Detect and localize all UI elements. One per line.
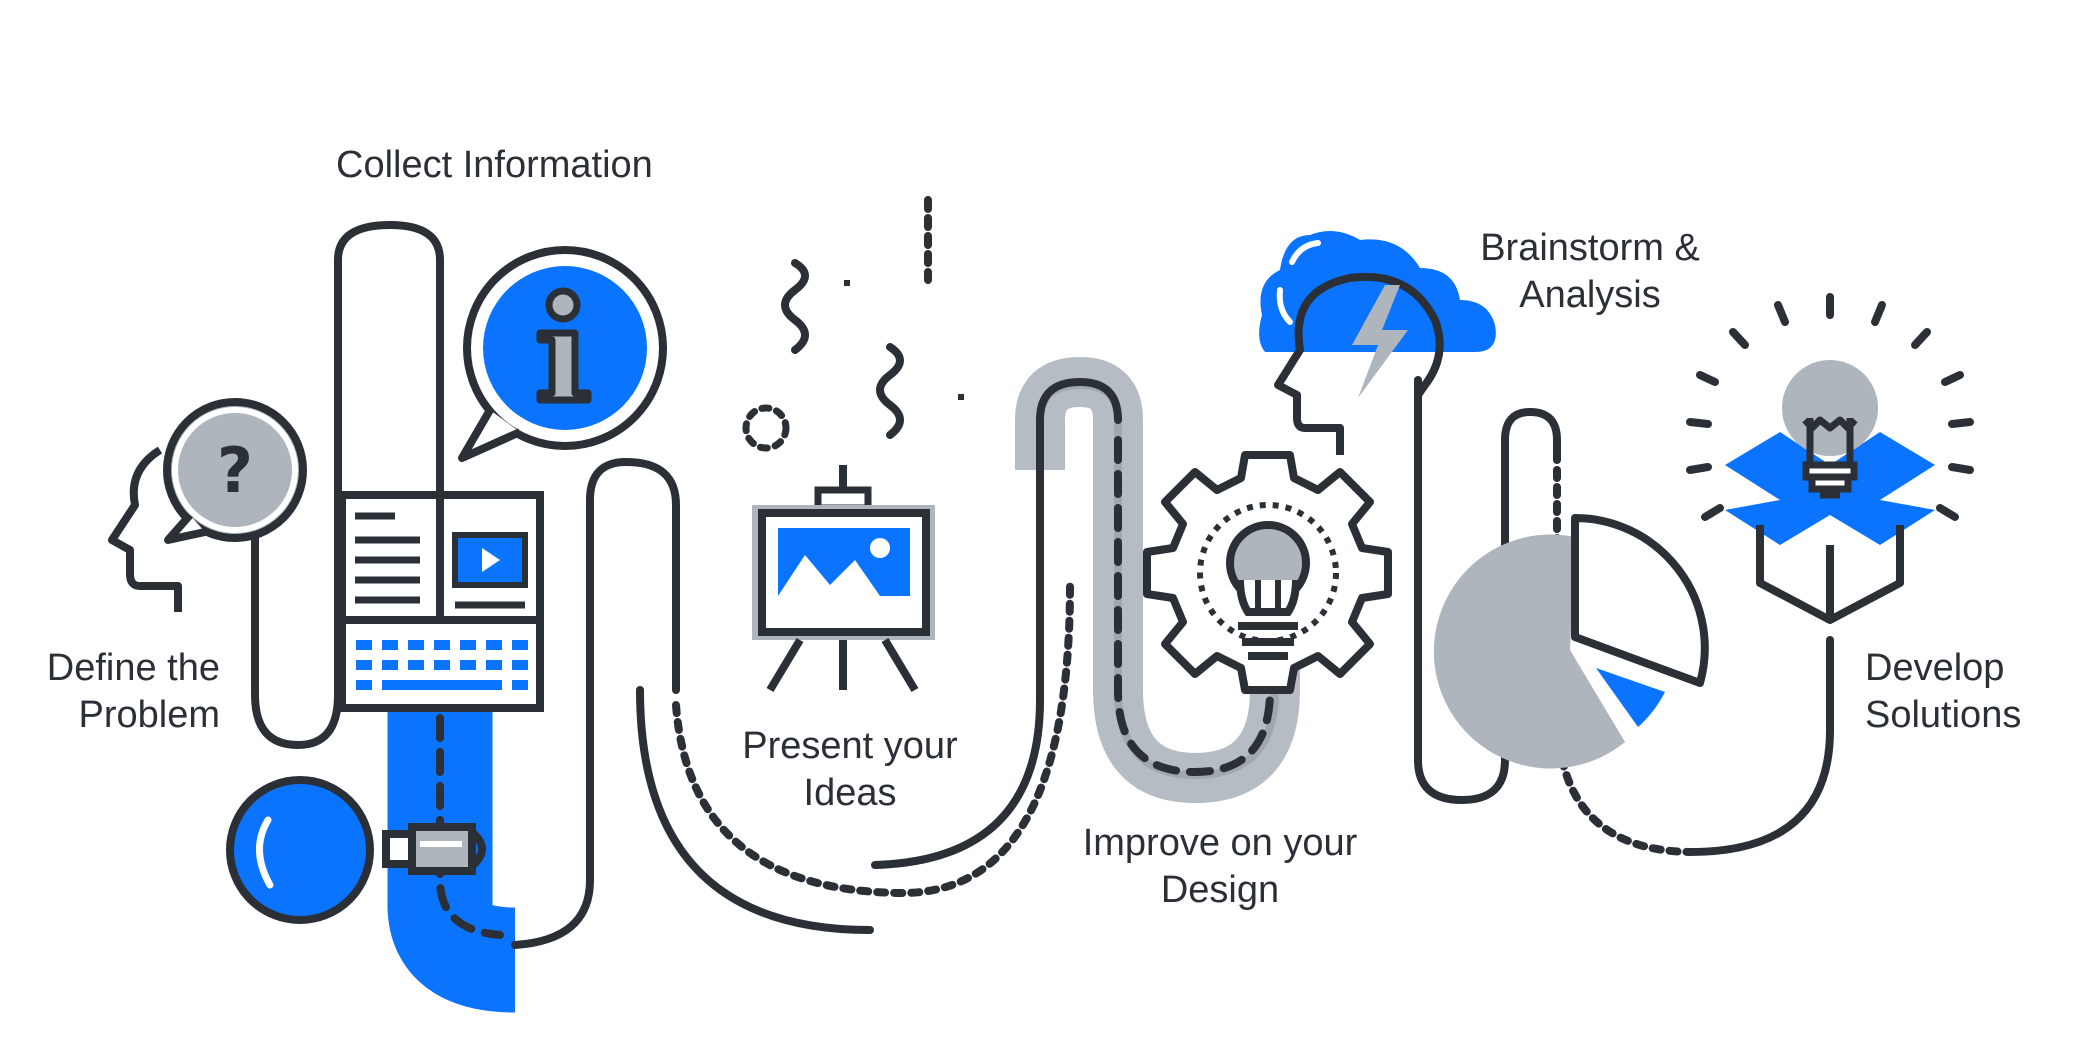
easel-icon	[752, 465, 935, 693]
blue-path-dashes	[436, 714, 504, 939]
define-collect-path	[251, 220, 444, 750]
pie-slice-outline	[1571, 514, 1709, 687]
present-dotted-arc	[672, 581, 1074, 898]
light-rays	[1686, 293, 1974, 521]
box-bulb-glass	[1782, 360, 1878, 456]
magnifier-icon	[226, 776, 486, 924]
step-label-define: Define the Problem	[20, 645, 220, 739]
info-bubble-icon	[458, 246, 667, 462]
step-label-line: Develop	[1865, 647, 2005, 689]
pie-slice-blue	[1596, 668, 1665, 727]
head-profile	[1274, 273, 1444, 455]
step-label-line: Problem	[78, 694, 221, 736]
blue-path-segment	[387, 700, 517, 1013]
info-bubble-tail	[458, 407, 522, 462]
step-label-brainstorm: Brainstorm & Analysis	[1440, 225, 1740, 319]
step-label-develop: Develop Solutions	[1865, 645, 2075, 739]
step-label-line: Ideas	[803, 772, 897, 814]
step-label-line: Solutions	[1865, 694, 2022, 736]
step-label-line: Brainstorm &	[1480, 227, 1700, 269]
step-label-improve: Improve on your Design	[1060, 820, 1380, 914]
connector-paths	[251, 220, 1834, 1013]
collect-present-path	[511, 457, 680, 949]
bulb-box-icon	[1686, 293, 1974, 624]
step-label-line: Design	[1160, 869, 1280, 911]
step-label-collect: Collect Information	[336, 142, 696, 189]
confetti-decoration	[742, 196, 964, 452]
gear-bulb-icon	[1143, 451, 1392, 694]
box-outline	[1756, 525, 1904, 624]
question-mark-glyph: ?	[217, 434, 253, 507]
brainstorm-loop-path	[1414, 376, 1561, 805]
mountain-shape	[778, 555, 880, 596]
question-bubble-tail	[164, 512, 206, 544]
play-icon	[482, 548, 500, 572]
step-label-present: Present your Ideas	[700, 723, 1000, 817]
question-bubble	[163, 398, 307, 542]
step-label-line: Define the	[46, 647, 220, 689]
head-cloud-lightning-icon	[1259, 231, 1496, 455]
lightning-bolt	[1352, 285, 1408, 398]
pie-slice-gray	[1433, 534, 1625, 769]
improve-path-dashes	[1114, 436, 1274, 777]
step-label-line: Collect Information	[336, 144, 653, 186]
laptop-icon	[338, 491, 544, 712]
head-question-icon: ?	[108, 398, 307, 612]
info-glyph	[536, 329, 592, 404]
head-profile-outline	[108, 446, 182, 612]
pie-chart-icon	[1433, 514, 1709, 769]
present-solid-arc	[636, 686, 874, 934]
improve-loop-outline	[1036, 377, 1122, 474]
step-label-line: Present your	[742, 725, 958, 767]
keyboard-panel	[338, 616, 544, 712]
magnifier-lens	[226, 776, 374, 924]
step-label-line: Improve on your	[1082, 822, 1358, 864]
step-label-line: Analysis	[1519, 274, 1661, 316]
develop-path	[1686, 636, 1834, 856]
